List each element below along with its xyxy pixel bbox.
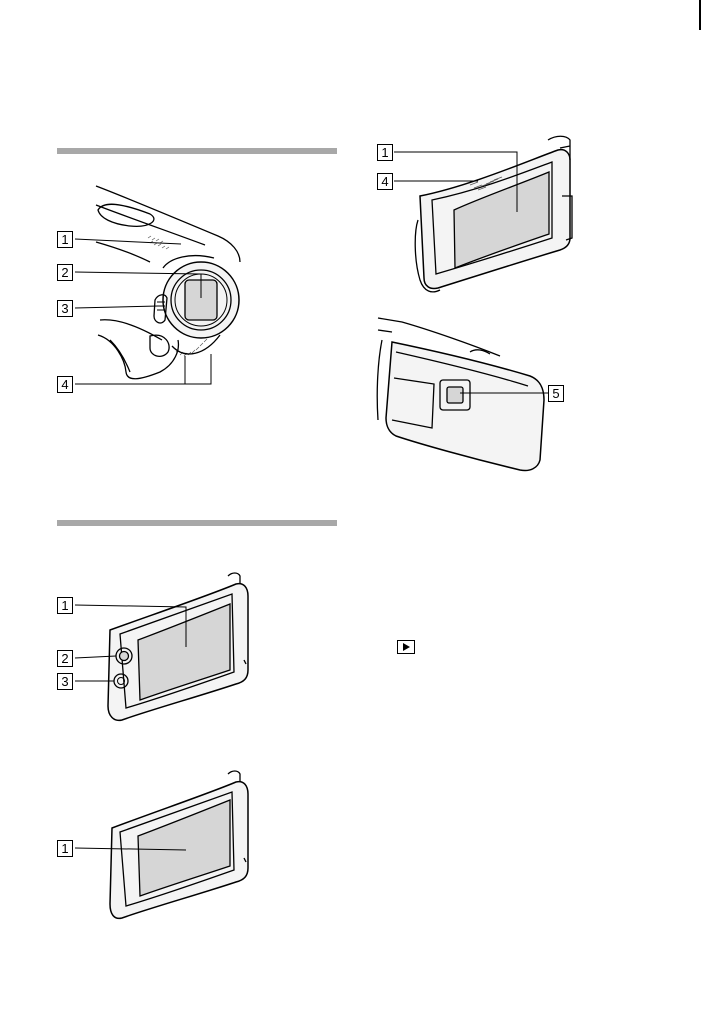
callout-front-1: 1 xyxy=(57,231,73,248)
callout-back-1: 1 xyxy=(377,144,393,161)
callout-back-4: 4 xyxy=(377,173,393,190)
callout-closed-5: 5 xyxy=(548,385,564,402)
lcd-panel-back-illustration xyxy=(394,136,572,292)
camcorder-front-illustration xyxy=(75,186,240,384)
lcd-panel-buttons-illustration xyxy=(75,573,248,720)
lcd-panel-plain-illustration xyxy=(75,771,248,918)
callout-buttons-3: 3 xyxy=(57,673,73,690)
callout-front-2: 2 xyxy=(57,264,73,281)
callout-buttons-1: 1 xyxy=(57,597,73,614)
play-button-icon xyxy=(397,640,415,654)
lcd-panel-closed-illustration xyxy=(377,318,548,471)
callout-buttons-2: 2 xyxy=(57,650,73,667)
callout-plain-1: 1 xyxy=(57,840,73,857)
callout-front-4: 4 xyxy=(57,376,73,393)
callout-front-3: 3 xyxy=(57,300,73,317)
